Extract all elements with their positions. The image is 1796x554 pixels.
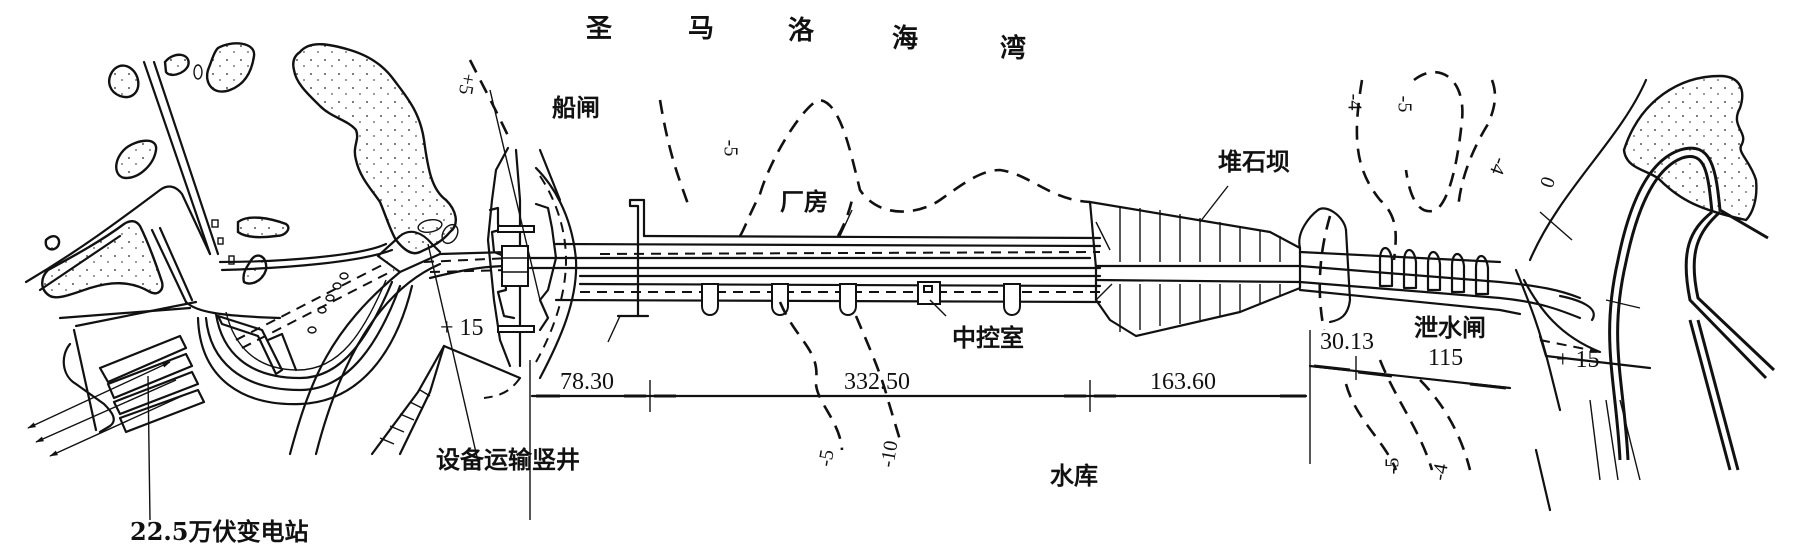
label-powerhouse: 厂房 (780, 187, 828, 216)
label-equipment-shaft: 设备运输竖井 (436, 445, 580, 474)
label-rockfill-dam: 堆石坝 (1218, 147, 1290, 176)
lock-approach (288, 230, 522, 471)
contour-label: -10 (876, 438, 903, 470)
label-control-room: 中控室 (952, 323, 1024, 352)
bay-name-char: 圣 (586, 14, 613, 44)
bay-name-char: 洛 (788, 16, 815, 46)
contour-label: +5 (453, 71, 480, 97)
dimension-163-60: 163.60 (1150, 369, 1216, 395)
label-spillway: 泄水闸 (1414, 313, 1486, 342)
spillway (1298, 215, 1582, 331)
ship-lock (468, 59, 578, 380)
dimension-332-50: 332.50 (844, 369, 910, 395)
contour-label: -5 (1381, 457, 1404, 475)
dimension-78-30: 78.30 (560, 369, 614, 395)
bay-name-char: 海 (892, 24, 919, 54)
dimension-30-13: 30.13 (1320, 329, 1374, 355)
label-reservoir: 水库 (1050, 461, 1098, 490)
contour-label: -5 (1393, 95, 1416, 113)
contour-label: -5 (719, 139, 742, 157)
substation-structure (27, 300, 206, 521)
dam-axis (528, 198, 1102, 343)
contour-label: -4 (1428, 461, 1453, 483)
left-channel (196, 272, 414, 406)
contour-label: -5 (814, 447, 839, 469)
left-bank-islands (41, 42, 459, 299)
label-substation: 22.5万伏变电站 (130, 517, 309, 546)
right-bank (1514, 74, 1776, 512)
bathymetric-contours (658, 70, 1497, 471)
rockfill-dam (1088, 185, 1348, 338)
elevation-right: + 15 (1556, 347, 1600, 373)
dimension-115: 115 (1428, 345, 1464, 371)
bay-name-char: 湾 (1000, 34, 1027, 64)
label-ship-lock: 船闸 (552, 93, 600, 122)
contour-label: -4 (1343, 93, 1366, 111)
elevation-left: + 15 (440, 315, 484, 341)
bay-name-char: 马 (688, 14, 715, 44)
dimension-chain (529, 330, 1512, 520)
